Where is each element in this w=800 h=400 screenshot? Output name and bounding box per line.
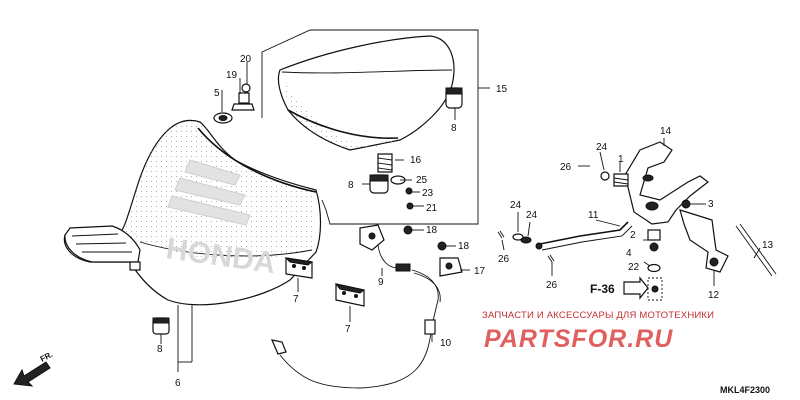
callout-24-right: 24 [526, 210, 538, 221]
callout-8-front: 8 [157, 344, 163, 355]
watermark-tagline: ЗАПЧАСТИ И АКСЕССУАРЫ ДЛЯ МОТОТЕХНИКИ [482, 310, 714, 321]
callout-20: 20 [240, 54, 252, 65]
callout-21: 21 [426, 203, 438, 214]
callout-3: 3 [708, 199, 714, 210]
rear-seat-hardware [369, 153, 414, 210]
seat-lock-cable [270, 224, 463, 389]
callout-2: 2 [630, 230, 636, 241]
callout-12: 12 [708, 290, 720, 301]
callout-7-left: 7 [293, 294, 299, 305]
callout-1: 1 [618, 154, 624, 165]
callout-24-mid: 24 [510, 200, 522, 211]
callout-26-mid: 26 [498, 254, 510, 265]
watermark: ЗАПЧАСТИ И АКСЕССУАРЫ ДЛЯ МОТОТЕХНИКИ PA… [482, 310, 714, 353]
diagram-code: MKL4F2300 [720, 385, 770, 395]
callout-19: 19 [226, 70, 238, 81]
callout-25: 25 [416, 175, 428, 186]
callout-18-top: 18 [426, 225, 438, 236]
rear-seat [277, 35, 463, 151]
callout-7-right: 7 [345, 324, 351, 335]
damper-bolt-assembly [213, 83, 255, 124]
callout-23: 23 [422, 188, 434, 199]
callout-15: 15 [496, 84, 508, 95]
direction-label: FR. [39, 350, 55, 364]
callout-14: 14 [660, 126, 672, 137]
main-seat: HONDA [63, 119, 322, 335]
callout-17: 17 [474, 266, 486, 277]
callout-13: 13 [762, 240, 774, 251]
callout-4: 4 [626, 248, 632, 259]
callout-numbers: 20 19 5 15 8 8 16 25 23 21 18 18 17 9 10… [157, 54, 774, 389]
callout-18-bottom: 18 [458, 241, 470, 252]
callout-5: 5 [214, 88, 220, 99]
reference-arrow: F-36 [590, 276, 649, 300]
watermark-brand: PARTSFOR.RU [484, 325, 673, 353]
callout-26-top: 26 [560, 162, 572, 173]
callout-9: 9 [378, 277, 384, 288]
callout-24-top: 24 [596, 142, 608, 153]
front-direction-arrow: FR. [13, 350, 55, 387]
callout-8-rear: 8 [451, 123, 457, 134]
leader-lines [160, 62, 761, 372]
callout-8-mid: 8 [348, 180, 354, 191]
callout-10: 10 [440, 338, 452, 349]
seat-hinge-stay [497, 141, 777, 301]
callout-26-bottom: 26 [546, 280, 558, 291]
callout-6: 6 [175, 378, 181, 389]
callout-22: 22 [628, 262, 640, 273]
callout-11: 11 [588, 210, 599, 221]
callout-16: 16 [410, 155, 422, 166]
reference-label: F-36 [590, 282, 615, 296]
